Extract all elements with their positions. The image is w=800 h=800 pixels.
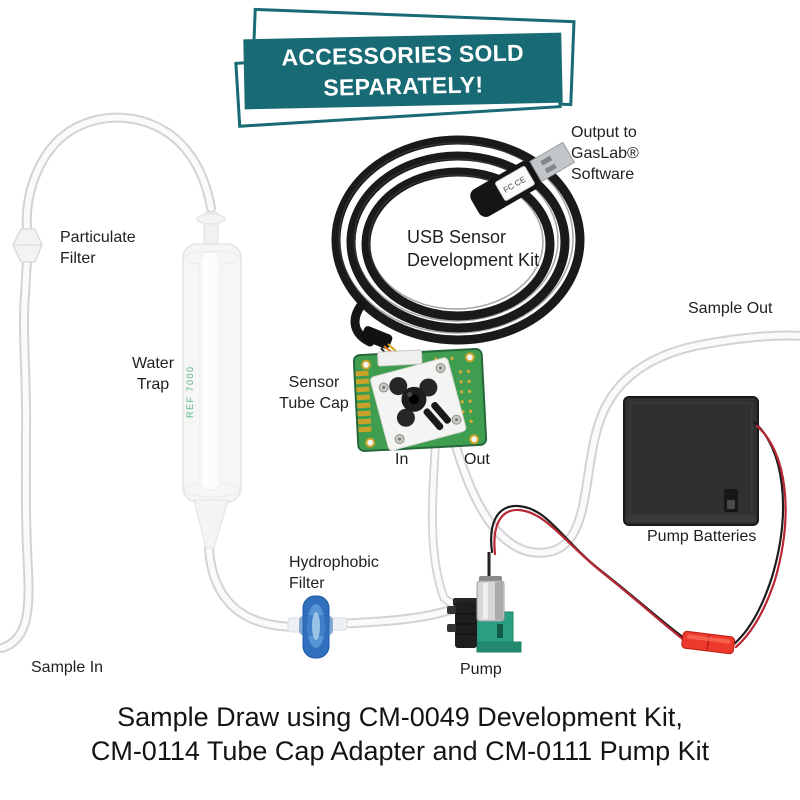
battery-wires — [732, 420, 787, 649]
label-pump: Pump — [460, 661, 502, 678]
usb-cable-coil — [331, 135, 585, 347]
label-sample-in: Sample In — [31, 659, 104, 676]
label-tube-out: Out — [464, 451, 490, 468]
usb-plug: FC CE — [470, 141, 576, 217]
hydrophobic-filter — [287, 595, 348, 659]
pump-assembly — [447, 552, 522, 653]
label-pump-batteries: Pump Batteries — [647, 528, 757, 545]
sensor-tube-cap-part — [389, 377, 452, 431]
label-usb-kit: USB Sensor Development Kit — [407, 227, 540, 271]
label-output-software: Output to GasLab® Software — [571, 124, 639, 183]
label-sensor-tube-cap: Sensor Tube Cap — [279, 374, 349, 412]
sensor-board — [352, 348, 488, 452]
pump-batteries-pack — [623, 396, 759, 526]
accessories-banner: ACCESSORIES SOLD SEPARATELY! — [243, 32, 563, 110]
caption: Sample Draw using CM-0049 Development Ki… — [90, 702, 710, 766]
particulate-filter — [12, 228, 43, 263]
red-wire-connector — [681, 630, 736, 655]
label-water-trap: Water Trap — [131, 355, 175, 393]
battery-switch — [724, 489, 738, 512]
sample-tubing — [0, 112, 800, 653]
label-hydrophobic-filter: Hydrophobic Filter — [289, 554, 379, 592]
label-particulate-filter: Particulate Filter — [60, 229, 136, 267]
water-trap-marking: REF 7000 — [185, 365, 195, 418]
label-tube-in: In — [395, 451, 409, 468]
pcb-edge-fingers — [355, 370, 372, 433]
water-trap: REF 7000 — [182, 211, 242, 549]
pump-wires — [490, 504, 691, 646]
label-sample-out: Sample Out — [688, 300, 773, 317]
